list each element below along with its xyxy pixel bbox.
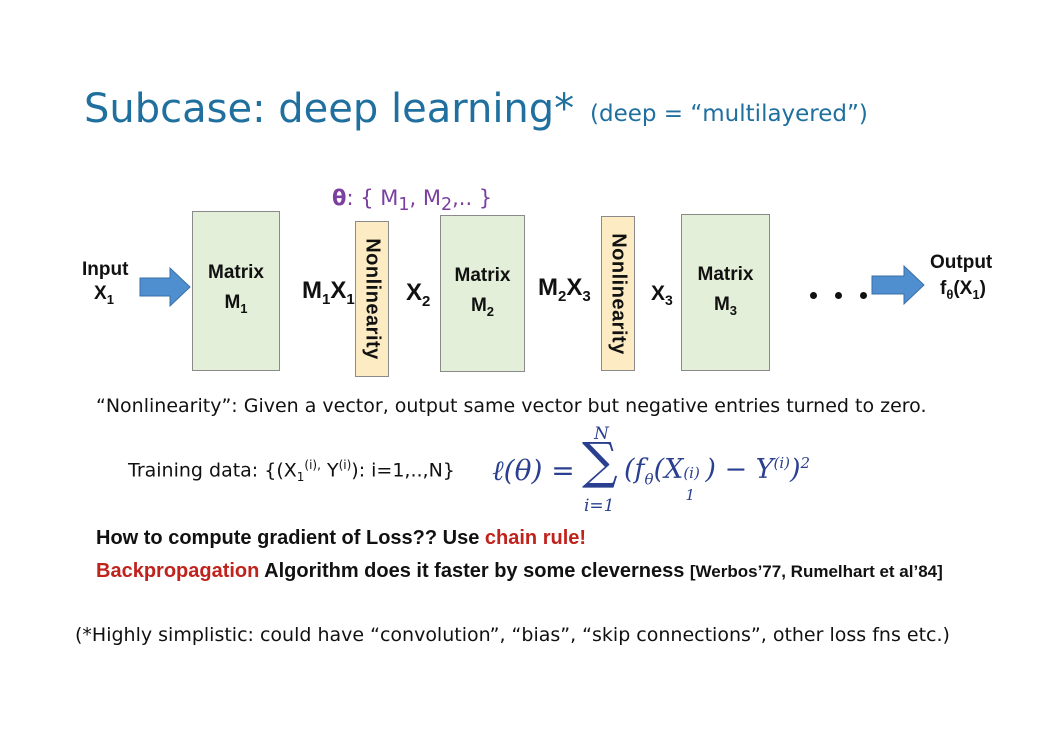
nonlinearity-block-1: Nonlinearity bbox=[355, 221, 389, 377]
output-arrow-icon bbox=[871, 264, 925, 306]
sum-lower: i=1 bbox=[584, 496, 615, 516]
nonlinearity-definition: “Nonlinearity”: Given a vector, output s… bbox=[96, 395, 927, 417]
flow-label-x2: X2 bbox=[406, 279, 431, 310]
slide-subtitle: (deep = “multilayered”) bbox=[590, 101, 868, 127]
flow-label-m1x1: M1X1 bbox=[302, 277, 355, 308]
footnote: (*Highly simplistic: could have “convolu… bbox=[75, 624, 950, 646]
sum-upper: N bbox=[594, 424, 609, 444]
chain-rule-highlight: chain rule! bbox=[484, 527, 587, 549]
flow-label-x3: X3 bbox=[651, 282, 673, 309]
citation: [Werbos’77, Rumelhart et al’84] bbox=[689, 562, 943, 581]
backpropagation-highlight: Backpropagation bbox=[96, 560, 260, 582]
input-x: X1 bbox=[94, 283, 114, 307]
backprop-line: Backpropagation Algorithm does it faster… bbox=[96, 560, 943, 582]
output-f-theta: fθ(X1) bbox=[940, 278, 986, 302]
flow-label-m2x3: M2X3 bbox=[538, 274, 591, 305]
sum-icon: ∑ bbox=[582, 432, 618, 490]
input-arrow-icon bbox=[139, 266, 191, 308]
loss-term: (fθ(X(i)1) − Y(i))2 bbox=[624, 454, 811, 504]
theta-parameters: θ: { M1, M2,.. } bbox=[332, 186, 493, 216]
matrix-block-3: Matrix M3 bbox=[681, 214, 770, 371]
matrix-label-2: M2 bbox=[470, 294, 495, 319]
slide-title: Subcase: deep learning* bbox=[84, 86, 575, 132]
matrix-label-3: M3 bbox=[713, 293, 738, 318]
input-label: Input X1 bbox=[82, 259, 129, 307]
matrix-label-1: M1 bbox=[224, 292, 248, 316]
training-data: Training data: {(X1(i), Y(i)): i=1,..,N} bbox=[128, 458, 455, 485]
ellipsis-icon bbox=[810, 286, 885, 304]
loss-lhs: ℓ(θ) = bbox=[492, 454, 575, 487]
matrix-block-1: Matrix M1 bbox=[192, 211, 280, 371]
gradient-question: How to compute gradient of Loss?? Use ch… bbox=[96, 527, 587, 549]
output-label: Output fθ(X1) bbox=[930, 252, 993, 302]
nonlinearity-block-2: Nonlinearity bbox=[601, 216, 635, 371]
matrix-block-2: Matrix M2 bbox=[440, 215, 525, 372]
theta-symbol: θ bbox=[332, 186, 347, 210]
